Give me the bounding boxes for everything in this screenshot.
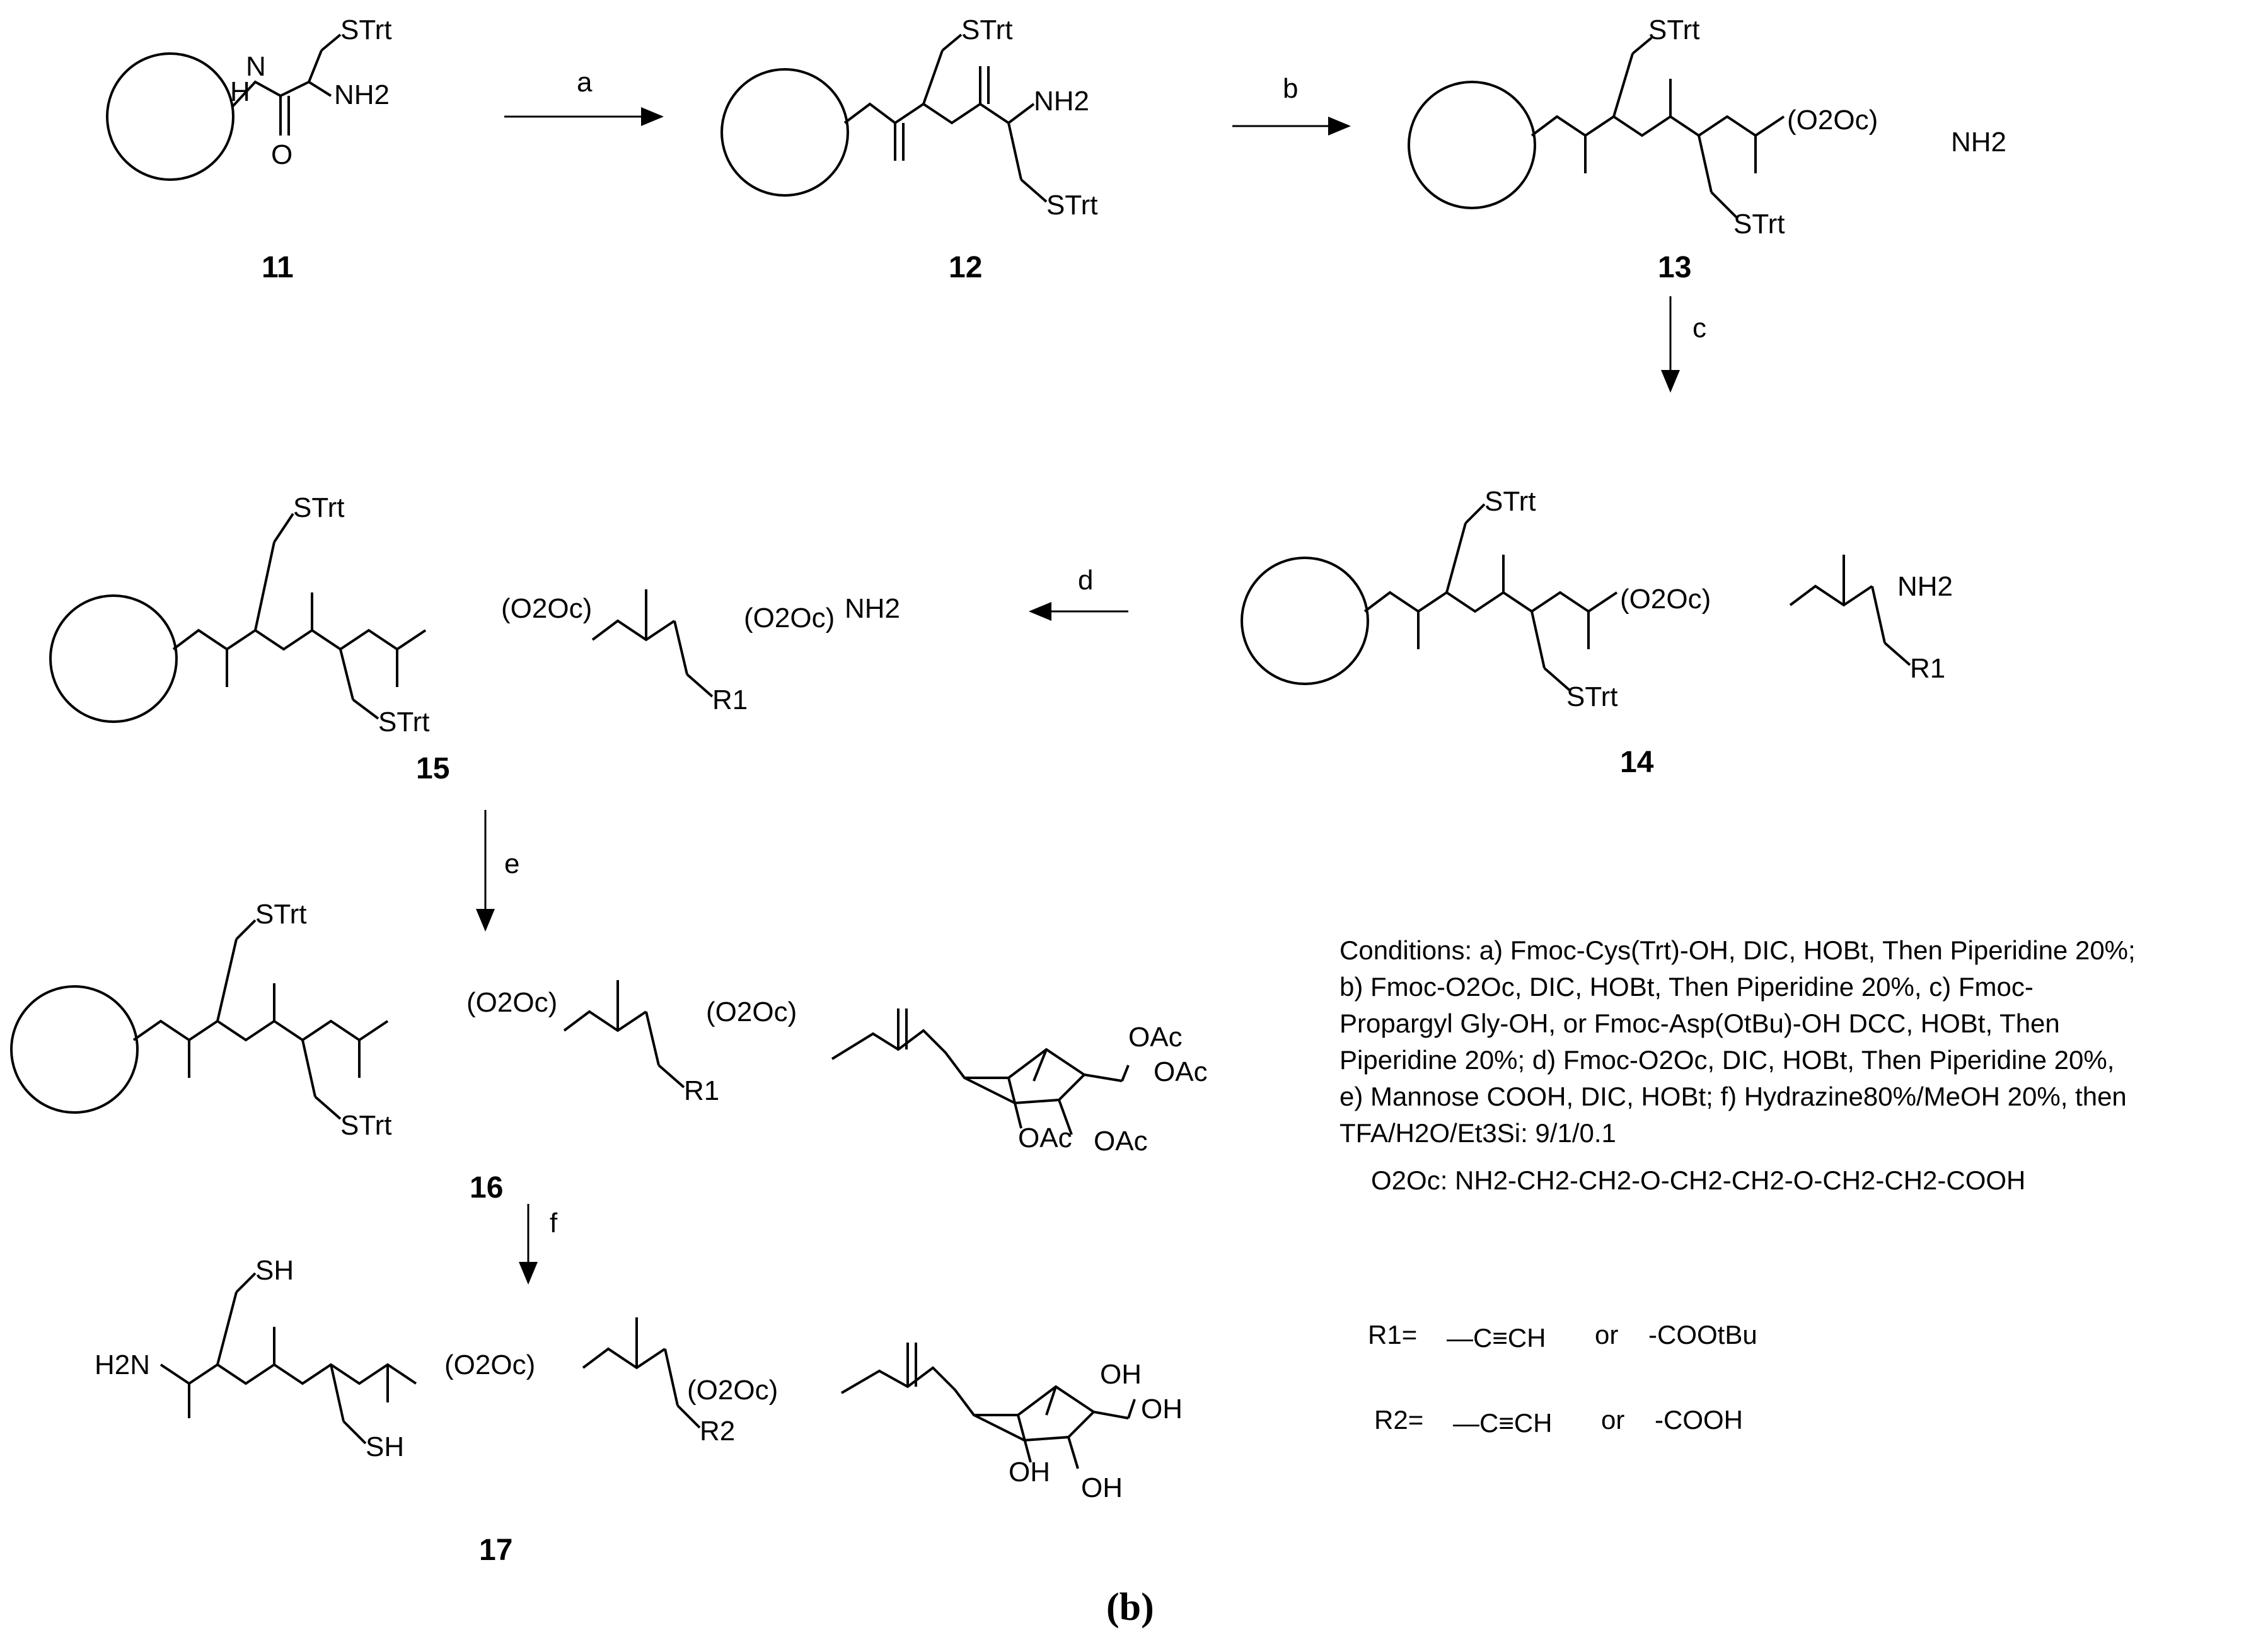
mannose-ring	[954, 1385, 1096, 1442]
atom-label: OAc	[1018, 1123, 1072, 1153]
mannose-ring	[944, 1048, 1087, 1105]
r1-option-alkyne: —C≡CH	[1447, 1323, 1546, 1353]
r1-or: or	[1595, 1320, 1619, 1349]
compound-13	[1408, 37, 1785, 219]
compound-number-17: 17	[479, 1534, 512, 1567]
atom-label: R2	[700, 1416, 735, 1447]
atom-label: STrt	[378, 707, 429, 737]
atom-label: STrt	[255, 899, 306, 930]
atom-label: STrt	[1566, 681, 1617, 712]
resin-bead	[49, 594, 178, 723]
atom-label: R1	[684, 1075, 719, 1106]
r2-option-acid: -COOH	[1655, 1405, 1743, 1435]
compound-number-12: 12	[949, 251, 982, 284]
atom-label: (O2Oc)	[687, 1375, 778, 1406]
atom-label: STrt	[1733, 209, 1785, 240]
conditions-line-4: Piperidine 20%; d) Fmoc-O2Oc, DIC, HOBt,…	[1339, 1045, 2115, 1075]
atom-label: STrt	[1046, 190, 1097, 221]
compound-12	[720, 33, 1048, 203]
resin-bead	[1241, 557, 1369, 685]
compound-number-13: 13	[1658, 251, 1691, 284]
atom-label: STrt	[1648, 14, 1699, 45]
atom-label: STrt	[340, 14, 391, 45]
conditions-line-2: b) Fmoc-O2Oc, DIC, HOBt, Then Piperidine…	[1339, 972, 2034, 1002]
atom-label: R1	[1910, 653, 1945, 684]
compound-14	[1241, 503, 1911, 691]
conditions-line-1: Conditions: a) Fmoc-Cys(Trt)-OH, DIC, HO…	[1339, 935, 2136, 965]
atom-label: H2N	[95, 1349, 150, 1380]
step-label-a: a	[577, 67, 593, 98]
r2-label: R2=	[1374, 1405, 1424, 1435]
figure-caption: (b)	[1106, 1586, 1154, 1629]
atom-label: SH	[366, 1431, 404, 1462]
r2-or: or	[1601, 1405, 1625, 1435]
atom-label: STrt	[340, 1110, 391, 1141]
atom-label: H	[230, 76, 250, 107]
compound-number-15: 15	[416, 752, 449, 785]
atom-label: R1	[712, 685, 748, 715]
compound-17	[159, 1272, 1136, 1469]
atom-label: OH	[1100, 1359, 1142, 1390]
step-label-f: f	[550, 1208, 558, 1239]
atom-label: NH2	[334, 79, 390, 110]
atom-label: OAc	[1094, 1126, 1148, 1157]
atom-label: (O2Oc)	[706, 997, 797, 1027]
compound-16	[10, 919, 1130, 1135]
atom-label: STrt	[961, 14, 1012, 45]
atom-label: NH2	[1897, 571, 1953, 602]
atom-label: (O2Oc)	[466, 987, 557, 1018]
step-label-b: b	[1283, 73, 1298, 104]
compound-number-16: 16	[470, 1171, 503, 1205]
r1-label: R1=	[1368, 1320, 1418, 1349]
compound-15	[49, 512, 714, 723]
compound-number-11: 11	[262, 251, 294, 284]
resin-bead	[720, 68, 849, 197]
r2-option-alkyne: —C≡CH	[1453, 1408, 1553, 1438]
atom-label: (O2Oc)	[744, 603, 835, 633]
conditions-line-5: e) Mannose COOH, DIC, HOBt; f) Hydrazine…	[1339, 1082, 2127, 1111]
o2oc-definition: O2Oc: NH2-CH2-CH2-O-CH2-CH2-O-CH2-CH2-CO…	[1371, 1165, 2026, 1195]
atom-label: STrt	[293, 492, 344, 523]
step-label-e: e	[504, 848, 519, 879]
atom-label: (O2Oc)	[1620, 584, 1711, 615]
atom-label: (O2Oc)	[444, 1349, 535, 1380]
atom-label: NH2	[1951, 127, 2006, 158]
r1-option-ester: -COOtBu	[1648, 1320, 1757, 1349]
atom-label: NH2	[845, 593, 900, 624]
atom-label: SH	[255, 1255, 294, 1286]
resin-bead	[1408, 81, 1536, 209]
conditions-line-3: Propargyl Gly-OH, or Fmoc-Asp(OtBu)-OH D…	[1339, 1008, 2060, 1038]
conditions-line-6: TFA/H2O/Et3Si: 9/1/0.1	[1339, 1118, 1616, 1148]
atom-label: STrt	[1484, 486, 1536, 517]
atom-label: (O2Oc)	[501, 593, 592, 624]
resin-bead	[106, 52, 234, 181]
atom-label: (O2Oc)	[1787, 105, 1878, 136]
resin-bead	[10, 985, 139, 1114]
atom-label: NH2	[1034, 86, 1089, 117]
compound-number-14: 14	[1620, 746, 1654, 779]
atom-label: OAc	[1154, 1056, 1208, 1087]
atom-label: O	[271, 139, 292, 170]
atom-label: OH	[1009, 1457, 1050, 1488]
atom-label: OH	[1141, 1394, 1183, 1425]
step-label-c: c	[1692, 313, 1706, 344]
step-label-d: d	[1078, 565, 1093, 596]
atom-label: OH	[1081, 1472, 1123, 1503]
compound-11	[106, 33, 342, 181]
atom-label: OAc	[1128, 1022, 1183, 1053]
atom-label: N	[246, 51, 266, 82]
